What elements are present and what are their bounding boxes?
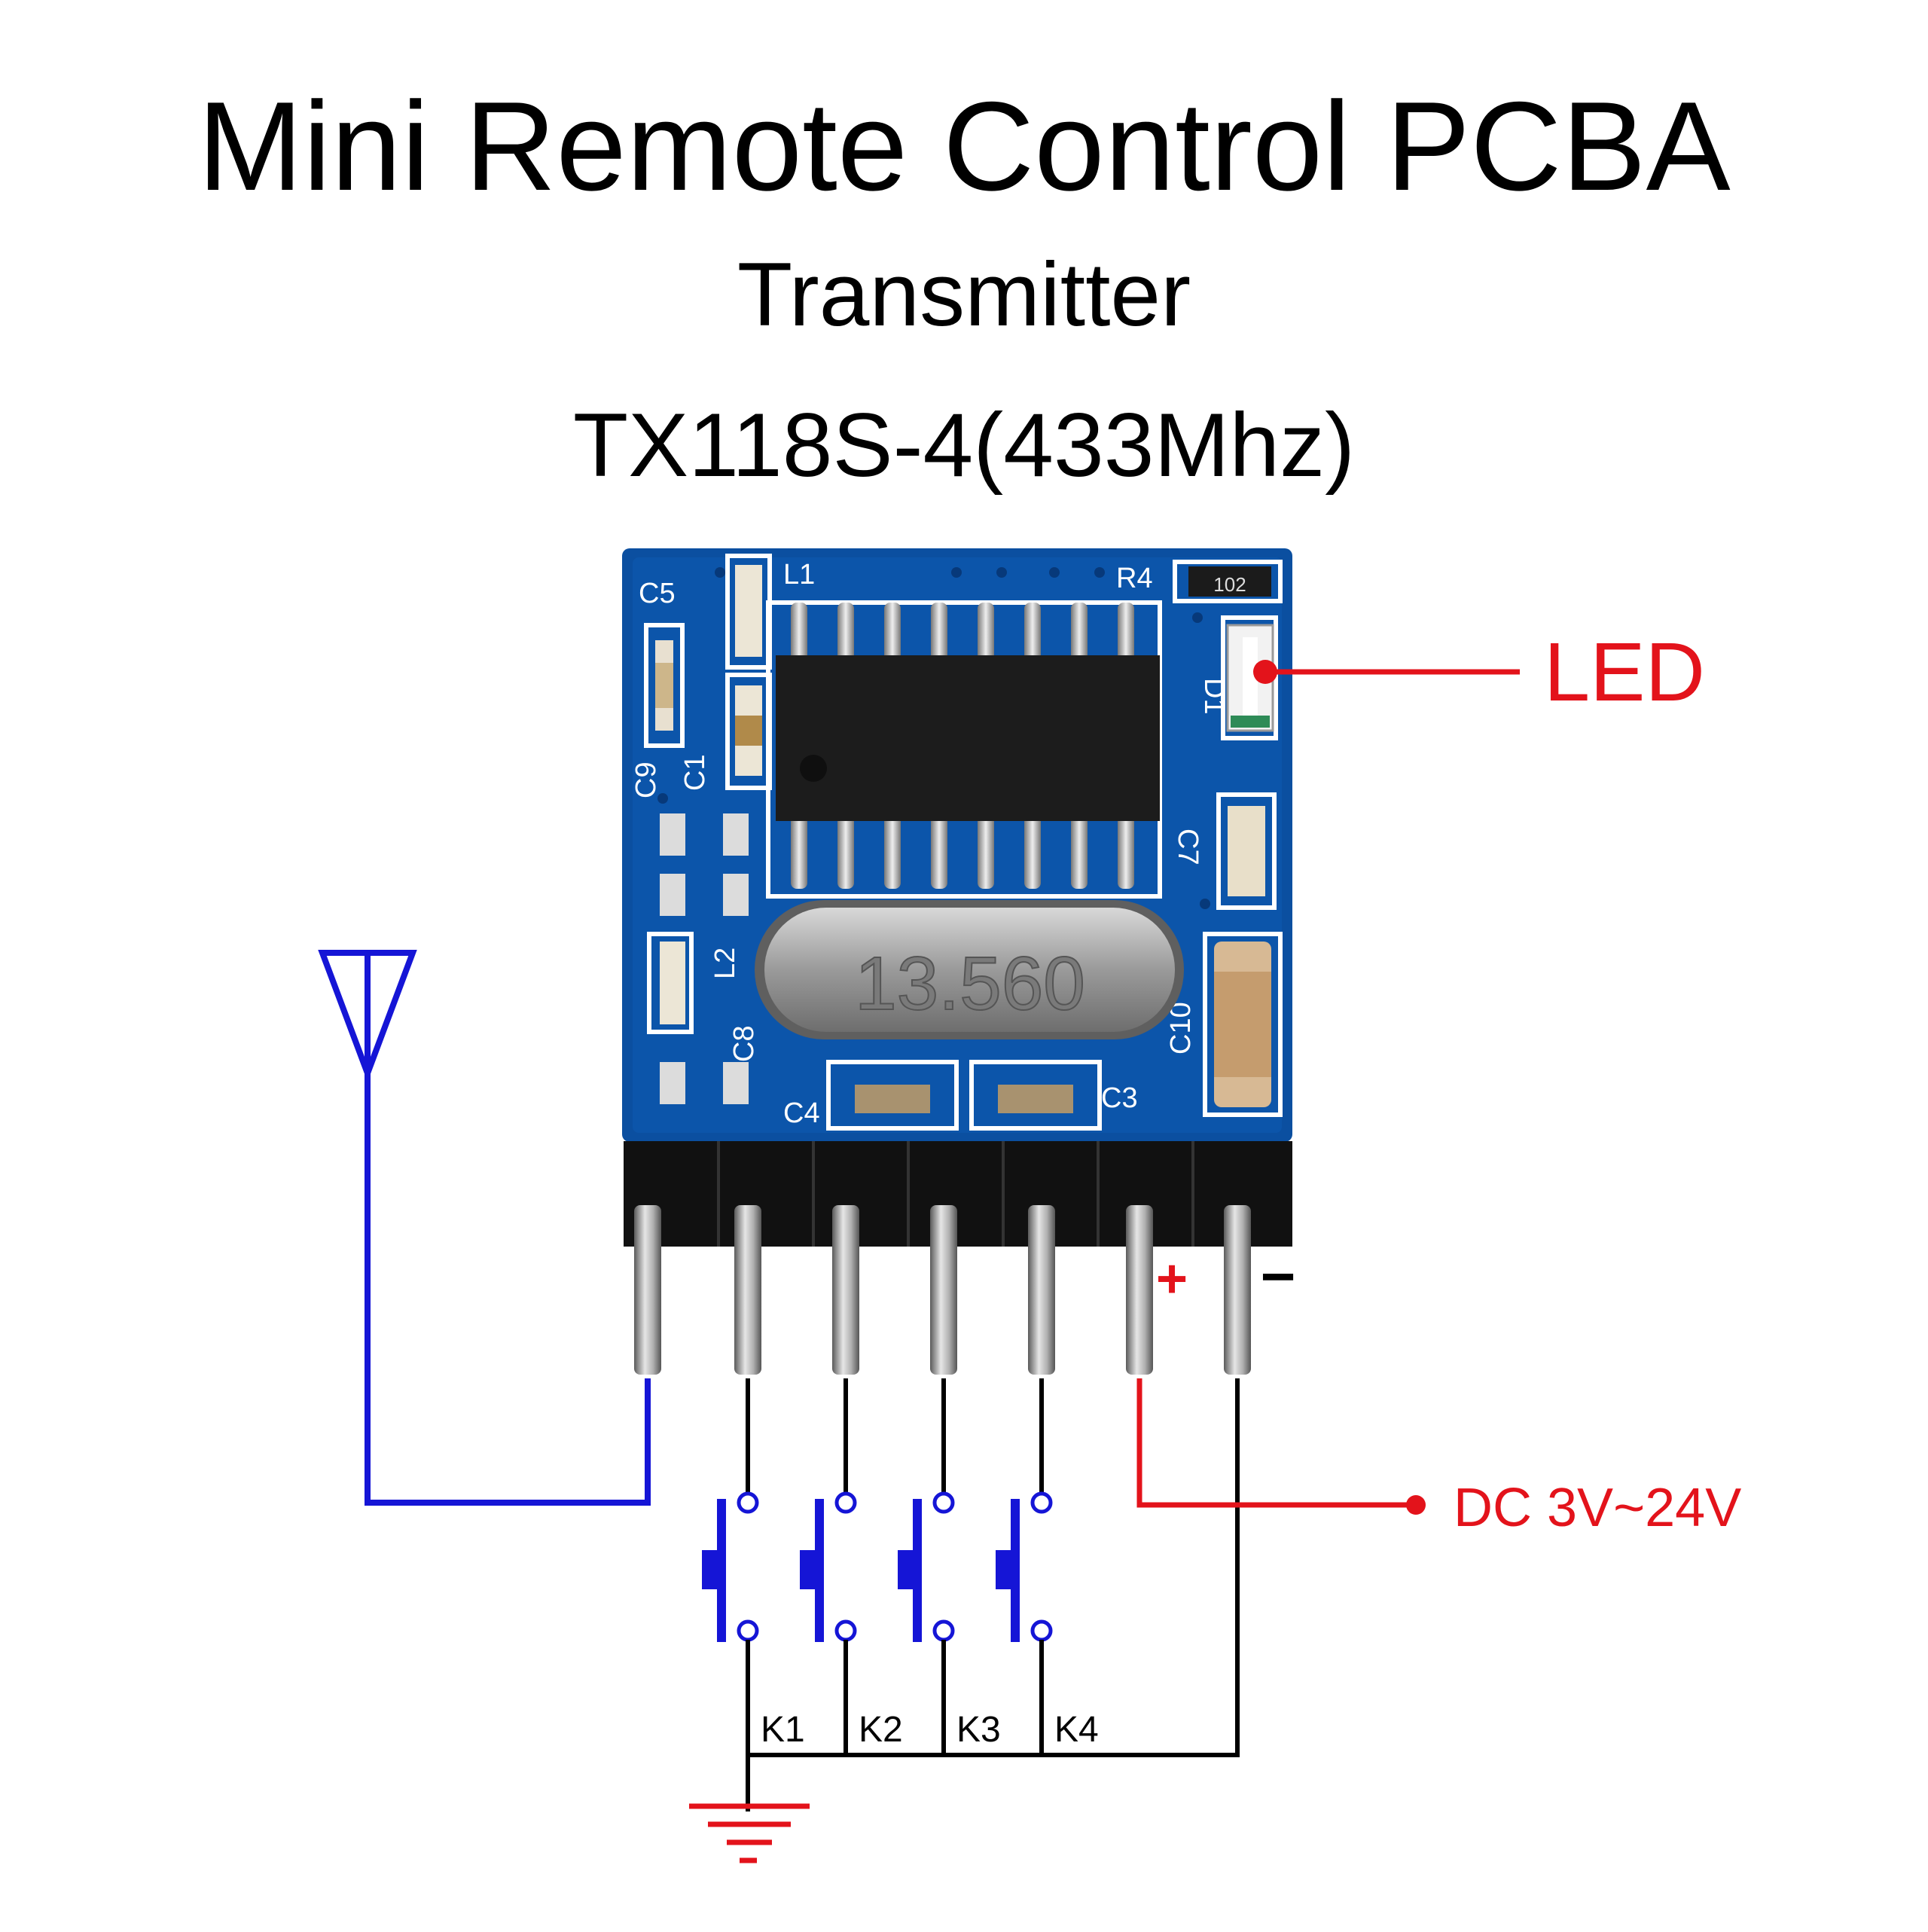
antenna-icon xyxy=(318,950,651,1506)
crystal-marking: 13.560 xyxy=(855,942,1085,1026)
push-button-k1 xyxy=(702,1491,759,1642)
silk-r4: R4 xyxy=(1116,563,1153,594)
silk-c3: C3 xyxy=(1101,1082,1138,1114)
page-title: Mini Remote Control PCBA xyxy=(197,75,1730,217)
silk-c8: C8 xyxy=(728,1025,760,1062)
pcb-board: C5 L1 R4 C9 C1 D1 C7 L2 C8 C4 C3 C10 102 xyxy=(622,548,1292,1142)
key-wires-top xyxy=(746,1378,1044,1494)
silk-l1: L1 xyxy=(783,559,815,591)
key-label-k4: K4 xyxy=(1054,1710,1099,1750)
push-button-k4 xyxy=(996,1491,1053,1642)
page-subtitle: Transmitter xyxy=(737,244,1191,345)
power-wire xyxy=(1136,1378,1426,1515)
crystal-oscillator: 13.560 xyxy=(755,900,1184,1039)
led-label: LED xyxy=(1544,626,1705,719)
header-pins xyxy=(634,1205,1251,1375)
silk-c1: C1 xyxy=(679,754,711,791)
model-number: TX118S-4(433Mhz) xyxy=(573,395,1355,496)
key-label-k2: K2 xyxy=(859,1710,903,1750)
power-label: DC 3V~24V xyxy=(1454,1478,1741,1538)
minus-label: − xyxy=(1261,1243,1296,1310)
silk-c7: C7 xyxy=(1172,829,1203,865)
smd-resistor-marking: 102 xyxy=(1213,573,1246,596)
ground-icon xyxy=(689,1755,810,1863)
silk-c9: C9 xyxy=(630,762,662,798)
silk-c4: C4 xyxy=(783,1097,820,1129)
key-label-k1: K1 xyxy=(761,1710,805,1750)
push-button-k2 xyxy=(800,1491,857,1642)
ic-chip xyxy=(776,603,1160,889)
led-callout xyxy=(1253,660,1520,684)
key-label-k3: K3 xyxy=(956,1710,1001,1750)
silk-d1: D1 xyxy=(1198,678,1230,715)
led-component xyxy=(1226,624,1274,732)
silk-c5: C5 xyxy=(639,578,676,609)
plus-label: + xyxy=(1156,1249,1188,1309)
push-button-k3 xyxy=(898,1491,955,1642)
silk-l2: L2 xyxy=(709,948,741,979)
